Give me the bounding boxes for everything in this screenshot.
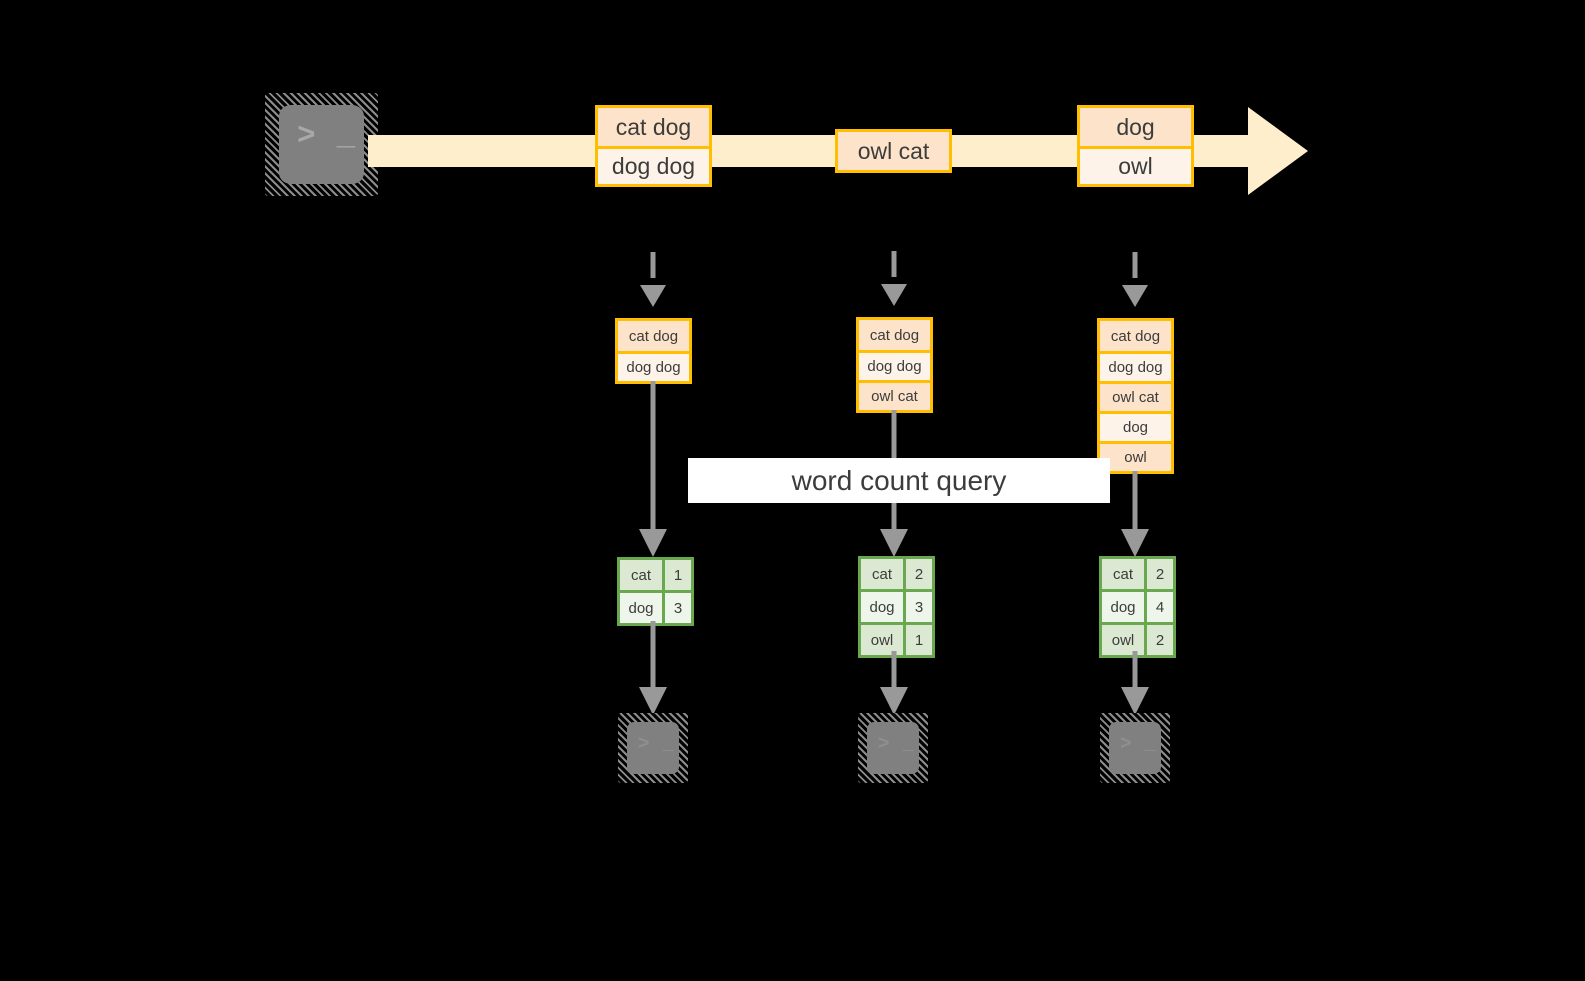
word-cell: cat bbox=[620, 560, 665, 590]
word-count-result-3: cat 2 dog 4 owl 2 bbox=[1099, 556, 1176, 658]
table-row: dog 4 bbox=[1102, 589, 1173, 622]
record-line: dog dog bbox=[598, 146, 709, 184]
record-line: owl bbox=[1080, 146, 1191, 184]
record-line: cat dog bbox=[1100, 321, 1171, 351]
stream-batch-1: cat dog dog dog bbox=[595, 105, 712, 187]
word-cell: cat bbox=[861, 559, 906, 589]
record-line: owl cat bbox=[1100, 381, 1171, 411]
count-cell: 1 bbox=[665, 560, 691, 590]
word-cell: owl bbox=[1102, 625, 1147, 655]
snapshot-table-3: cat dog dog dog owl cat dog owl bbox=[1097, 318, 1174, 474]
record-line: owl bbox=[1100, 441, 1171, 471]
query-arrow-3 bbox=[1121, 471, 1149, 557]
word-cell: cat bbox=[1102, 559, 1147, 589]
record-line: dog bbox=[1080, 108, 1191, 146]
table-row: cat 1 bbox=[620, 560, 691, 590]
terminal-body bbox=[279, 105, 364, 184]
word-count-result-1: cat 1 dog 3 bbox=[617, 557, 694, 626]
record-line: cat dog bbox=[598, 108, 709, 146]
output-arrow-2 bbox=[880, 651, 908, 715]
terminal-prompt-glyph: > _ bbox=[297, 119, 357, 154]
count-cell: 4 bbox=[1147, 592, 1173, 622]
record-line: dog dog bbox=[1100, 351, 1171, 381]
count-cell: 2 bbox=[1147, 559, 1173, 589]
output-arrow-3 bbox=[1121, 651, 1149, 715]
terminal-body bbox=[867, 722, 919, 774]
terminal-body bbox=[627, 722, 679, 774]
terminal-body bbox=[1109, 722, 1161, 774]
dashed-arrow-to-snapshot-1 bbox=[640, 252, 666, 307]
terminal-prompt-glyph: > _ bbox=[1120, 733, 1157, 755]
table-row: dog 3 bbox=[861, 589, 932, 622]
count-cell: 2 bbox=[906, 559, 932, 589]
dashed-arrow-to-snapshot-2 bbox=[881, 251, 907, 306]
table-row: owl 1 bbox=[861, 622, 932, 655]
record-line: cat dog bbox=[618, 321, 689, 351]
terminal-prompt-glyph: > _ bbox=[638, 733, 675, 755]
snapshot-table-1: cat dog dog dog bbox=[615, 318, 692, 384]
query-arrow-1 bbox=[639, 381, 667, 557]
word-cell: dog bbox=[620, 593, 665, 623]
word-count-result-2: cat 2 dog 3 owl 1 bbox=[858, 556, 935, 658]
table-row: dog 3 bbox=[620, 590, 691, 623]
record-line: owl cat bbox=[838, 132, 949, 170]
table-row: cat 2 bbox=[1102, 559, 1173, 589]
count-cell: 2 bbox=[1147, 625, 1173, 655]
source-terminal-icon: > _ bbox=[265, 93, 378, 196]
sink-terminal-icon-3: > _ bbox=[1100, 713, 1170, 783]
word-count-query-label: word count query bbox=[688, 458, 1110, 503]
word-cell: owl bbox=[861, 625, 906, 655]
sink-terminal-icon-2: > _ bbox=[858, 713, 928, 783]
sink-terminal-icon-1: > _ bbox=[618, 713, 688, 783]
count-cell: 3 bbox=[665, 593, 691, 623]
word-cell: dog bbox=[861, 592, 906, 622]
table-row: cat 2 bbox=[861, 559, 932, 589]
record-line: dog bbox=[1100, 411, 1171, 441]
record-line: owl cat bbox=[859, 380, 930, 410]
record-line: dog dog bbox=[859, 350, 930, 380]
word-cell: dog bbox=[1102, 592, 1147, 622]
count-cell: 1 bbox=[906, 625, 932, 655]
table-row: owl 2 bbox=[1102, 622, 1173, 655]
count-cell: 3 bbox=[906, 592, 932, 622]
stream-batch-2: owl cat bbox=[835, 129, 952, 173]
output-arrow-1 bbox=[639, 621, 667, 715]
snapshot-table-2: cat dog dog dog owl cat bbox=[856, 317, 933, 413]
terminal-prompt-glyph: > _ bbox=[878, 733, 915, 755]
record-line: cat dog bbox=[859, 320, 930, 350]
stream-batch-3: dog owl bbox=[1077, 105, 1194, 187]
record-line: dog dog bbox=[618, 351, 689, 381]
dashed-arrow-to-snapshot-3 bbox=[1122, 252, 1148, 307]
